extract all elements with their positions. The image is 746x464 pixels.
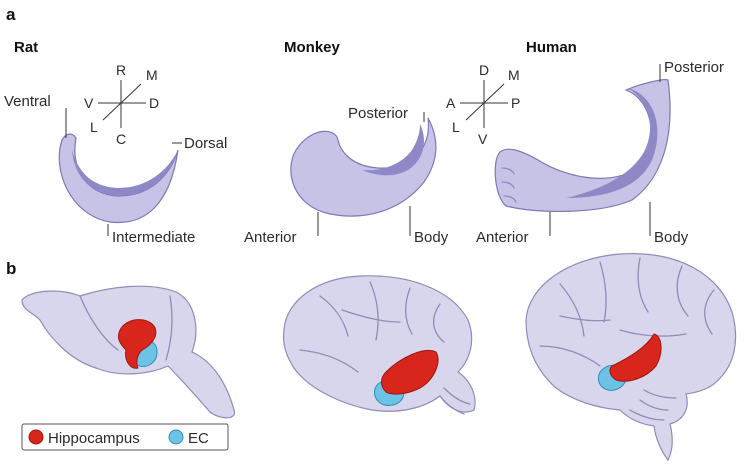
legend-hippocampus-label: Hippocampus: [48, 430, 140, 447]
human-axis-top: D: [479, 62, 489, 78]
legend: Hippocampus EC: [21, 423, 229, 451]
human-label-body: Body: [654, 229, 689, 246]
monkey-label-body: Body: [414, 229, 449, 246]
species-monkey-title: Monkey: [284, 39, 341, 56]
rat-axis-right: D: [149, 95, 159, 111]
human-label-anterior: Anterior: [476, 229, 529, 246]
rat-axis-bottom: C: [116, 131, 126, 147]
rat-axis-top: R: [116, 62, 126, 78]
rat-axis-top-right: M: [146, 67, 158, 83]
rat-label-dorsal: Dorsal: [184, 135, 227, 152]
human-axis-bottom: V: [478, 131, 488, 147]
monkey-hippocampus-shape: [290, 117, 437, 217]
legend-hippocampus-swatch: [28, 429, 44, 445]
rat-label-intermediate: Intermediate: [112, 229, 195, 246]
rat-hippocampus-shape: [58, 133, 179, 224]
legend-ec-label: EC: [188, 430, 209, 447]
rat-label-ventral: Ventral: [4, 93, 51, 110]
species-human-title: Human: [526, 39, 577, 56]
rat-axis-left: V: [84, 95, 94, 111]
rat-brain: [21, 285, 236, 419]
human-brain: [525, 253, 737, 462]
human-label-posterior: Posterior: [664, 59, 724, 76]
panel-a-label: a: [6, 5, 16, 24]
monkey-brain: [282, 275, 476, 415]
panel-b-label: b: [6, 259, 16, 278]
human-axis-compass: D M A P L V: [446, 62, 520, 147]
monkey-label-posterior: Posterior: [348, 105, 408, 122]
human-hippocampus-shape: [494, 79, 671, 212]
rat-axis-bottom-left: L: [90, 119, 98, 135]
rat-axis-compass: R M V D L C: [84, 62, 159, 147]
human-axis-left: A: [446, 95, 456, 111]
human-axis-right: P: [511, 95, 520, 111]
human-axis-bottom-left: L: [452, 119, 460, 135]
monkey-label-anterior: Anterior: [244, 229, 297, 246]
species-rat-title: Rat: [14, 39, 38, 56]
human-axis-top-right: M: [508, 67, 520, 83]
legend-ec-swatch: [168, 429, 184, 445]
